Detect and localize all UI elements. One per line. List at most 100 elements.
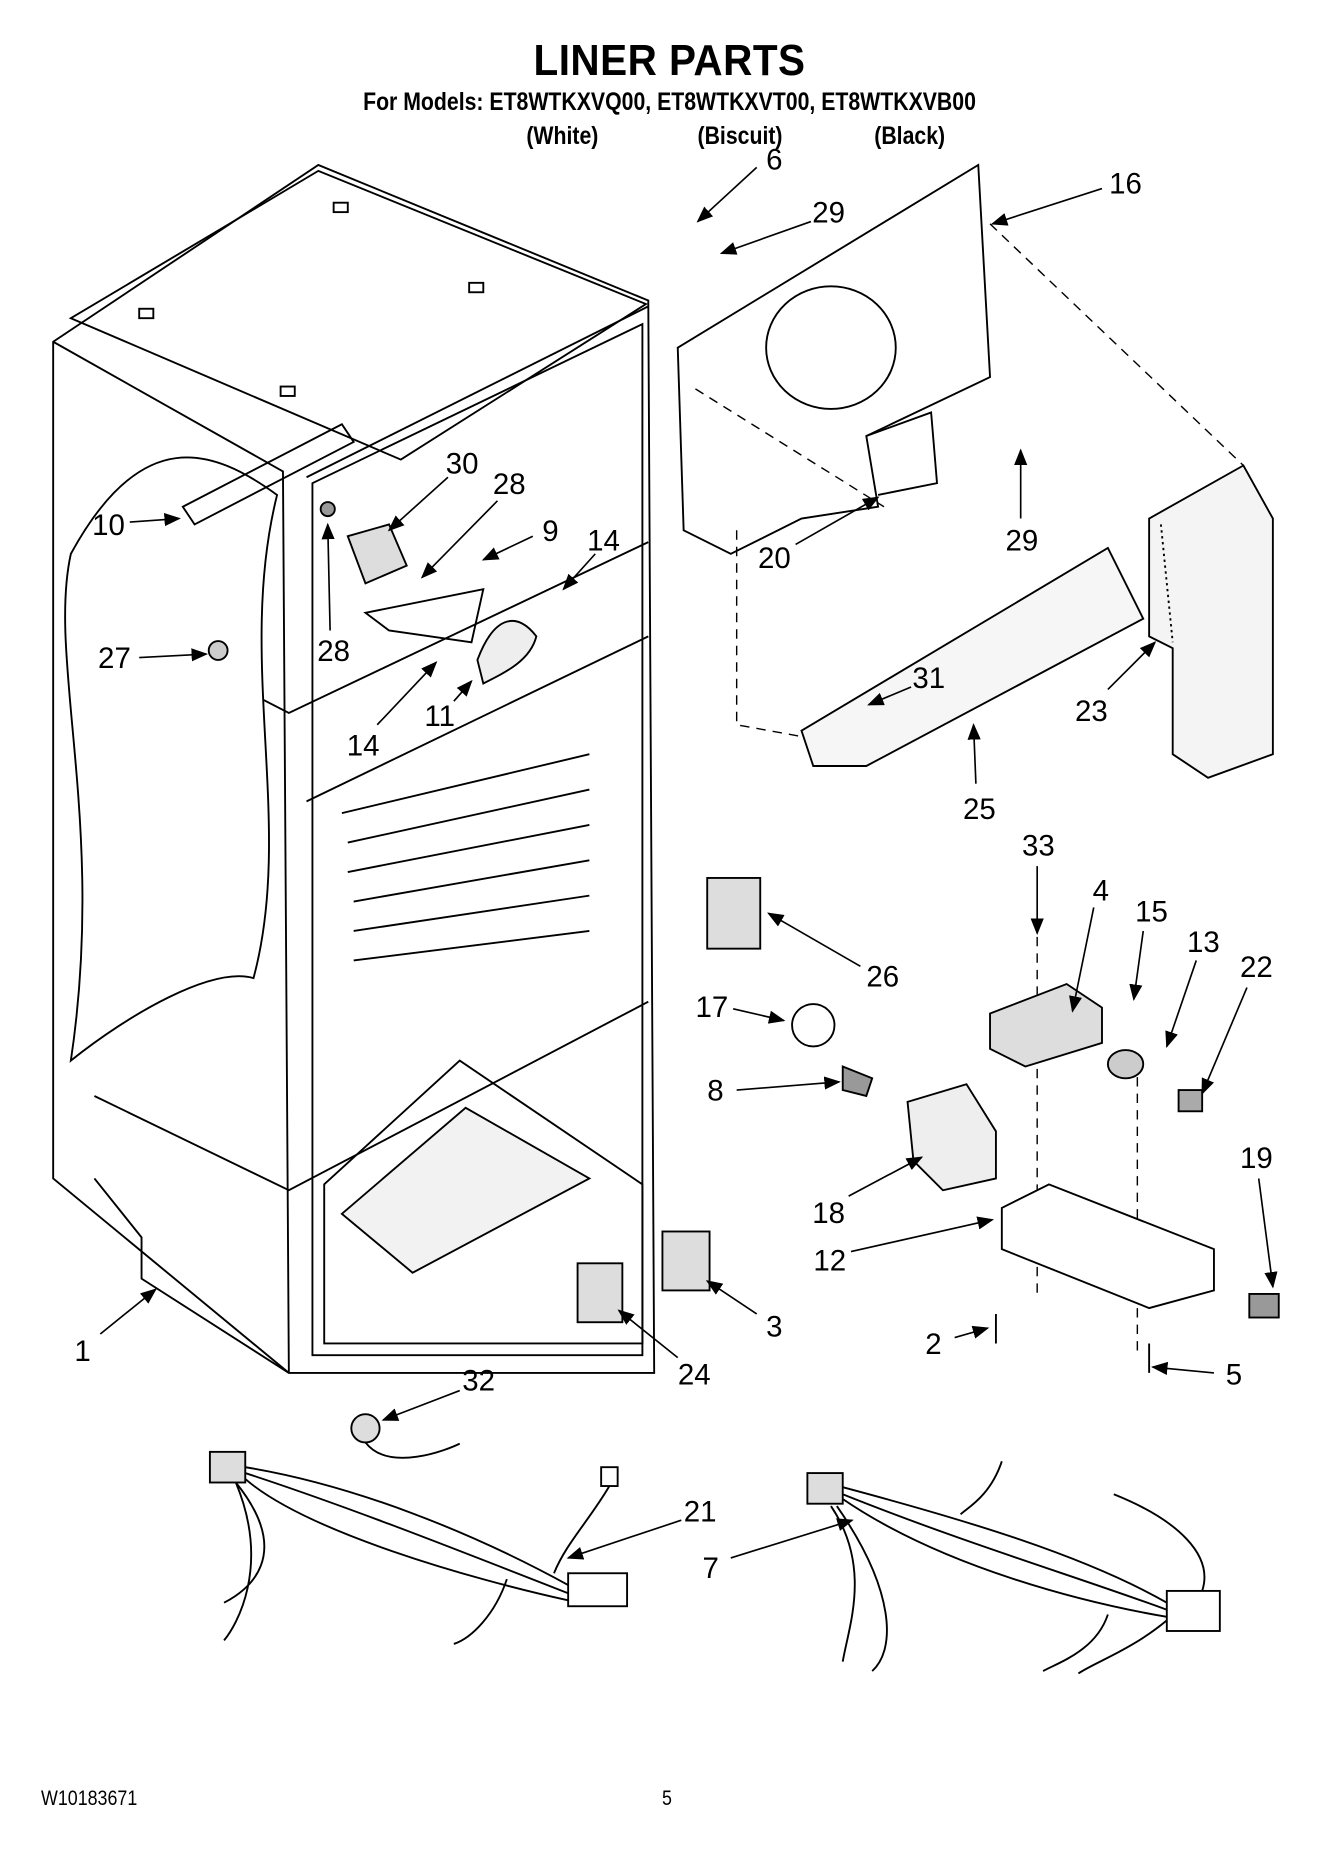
callout-29: 29 (1005, 448, 1038, 557)
callout-number: 14 (347, 729, 380, 762)
callout-7: 7 (703, 1518, 854, 1585)
callout-arrow (566, 1519, 682, 1560)
callout-15: 15 (1129, 896, 1168, 1001)
callout-arrow (705, 1280, 758, 1315)
callout-arrow (1069, 907, 1095, 1013)
callout-14: 14 (562, 524, 620, 591)
callout-arrow (736, 1076, 841, 1091)
color-black: (Black) (874, 122, 946, 150)
callout-number: 11 (424, 700, 455, 733)
callout-number: 8 (707, 1075, 723, 1108)
callout-33: 33 (1022, 830, 1055, 935)
callout-arrow (1257, 1178, 1278, 1289)
callout-arrow (1107, 641, 1157, 690)
callout-8: 8 (707, 1075, 841, 1108)
callout-22: 22 (1201, 951, 1273, 1096)
callout-number: 7 (703, 1552, 719, 1585)
light-shield (800, 546, 1145, 767)
callout-24: 24 (617, 1309, 711, 1392)
callout-number: 18 (812, 1197, 845, 1230)
callout-17: 17 (696, 991, 786, 1024)
callout-number: 19 (1240, 1142, 1273, 1175)
callout-11: 11 (424, 679, 473, 733)
callout-27: 27 (98, 642, 209, 675)
callout-arrow (139, 648, 209, 662)
callout-3: 3 (705, 1280, 783, 1343)
callout-12: 12 (813, 1216, 995, 1277)
air-duct-cover (1148, 464, 1274, 779)
callout-number: 23 (1075, 695, 1108, 728)
callout-arrow (767, 912, 861, 968)
callout-14: 14 (347, 661, 438, 762)
callout-arrow (732, 1007, 786, 1024)
callout-number: 29 (812, 197, 845, 230)
callout-number: 4 (1093, 874, 1109, 907)
wire-harness-21 (208, 1413, 629, 1645)
callout-4: 4 (1069, 874, 1109, 1013)
callout-1: 1 (74, 1288, 157, 1368)
callout-arrow (1151, 1361, 1215, 1376)
callout-arrow (990, 187, 1103, 226)
callout-21: 21 (566, 1495, 717, 1560)
callout-number: 27 (98, 642, 131, 675)
callout-number: 3 (766, 1310, 782, 1343)
control-parts (576, 877, 1280, 1373)
callout-number: 29 (1005, 524, 1038, 557)
callout-arrow (321, 522, 335, 631)
callout-19: 19 (1240, 1142, 1278, 1289)
color-white: (White) (526, 122, 599, 150)
callout-number: 6 (766, 144, 782, 177)
callout-arrow (967, 723, 981, 784)
callout-10: 10 (92, 509, 181, 542)
callout-arrow (730, 1518, 854, 1559)
page-number: 5 (662, 1787, 672, 1810)
callout-13: 13 (1165, 926, 1220, 1049)
callout-arrow (562, 553, 596, 591)
callout-number: 17 (696, 991, 729, 1024)
callout-number: 33 (1022, 830, 1055, 863)
callout-arrow (696, 166, 758, 223)
callout-20: 20 (758, 496, 880, 575)
callout-number: 1 (74, 1335, 90, 1368)
callout-arrow (481, 535, 534, 561)
callout-number: 14 (587, 524, 620, 557)
callout-9: 9 (481, 515, 559, 561)
callout-arrow (867, 686, 912, 706)
callout-32: 32 (381, 1365, 495, 1421)
callout-number: 30 (446, 448, 479, 481)
document-number: W10183671 (41, 1787, 138, 1810)
callout-2: 2 (925, 1325, 990, 1361)
callout-arrow (954, 1325, 990, 1339)
callout-25: 25 (963, 723, 996, 826)
callout-arrow (850, 1216, 995, 1253)
cabinet-liner (52, 163, 656, 1374)
callout-5: 5 (1151, 1359, 1242, 1392)
callout-number: 26 (866, 960, 899, 993)
callout-26: 26 (767, 912, 899, 993)
callout-number: 2 (925, 1328, 941, 1361)
models-line: For Models: ET8WTKXVQ00, ET8WTKXVT00, ET… (363, 88, 976, 116)
callout-arrow (387, 476, 449, 532)
callout-arrow (376, 661, 438, 726)
callout-28: 28 (420, 468, 526, 579)
callout-29: 29 (719, 197, 845, 255)
callout-arrow (719, 220, 812, 255)
color-biscuit: (Biscuit) (697, 122, 783, 150)
callout-number: 28 (317, 635, 350, 668)
callout-6: 6 (696, 144, 783, 223)
callout-number: 9 (542, 515, 558, 548)
callout-number: 16 (1109, 167, 1142, 200)
callout-arrow (129, 512, 181, 527)
callout-arrow (617, 1309, 679, 1359)
callout-number: 28 (493, 468, 526, 501)
page-title: LINER PARTS (533, 36, 806, 85)
callout-arrow (1165, 960, 1198, 1049)
callout-arrow (795, 496, 880, 546)
callout-number: 12 (813, 1244, 846, 1277)
callout-number: 31 (912, 662, 945, 695)
callout-number: 32 (462, 1365, 495, 1398)
callout-arrow (381, 1389, 461, 1421)
callout-number: 15 (1135, 896, 1168, 929)
